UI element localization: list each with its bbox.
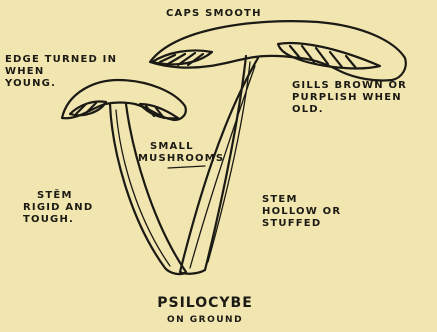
label-small-mushrooms: SMALL MUSHROOMS [138, 141, 224, 165]
label-edge-turned-in: EDGE TURNED IN WHEN YOUNG. [5, 54, 117, 90]
label-stem-rigid: STĚM RIGID AND TOUGH. [23, 190, 93, 226]
title-psilocybe: PSILOCYBE [130, 295, 280, 311]
small-mushrooms-pointer [168, 166, 205, 168]
small-mushroom-stem [110, 104, 186, 274]
label-caps-smooth: CAPS SMOOTH [166, 8, 262, 20]
large-mushroom-cap [150, 21, 406, 80]
label-gills: GILLS BROWN OR PURPLISH WHEN OLD. [292, 80, 407, 116]
label-stem-hollow: STEM HOLLOW OR STUFFED [262, 194, 341, 230]
subtitle-on-ground: ON GROUND [130, 315, 280, 325]
